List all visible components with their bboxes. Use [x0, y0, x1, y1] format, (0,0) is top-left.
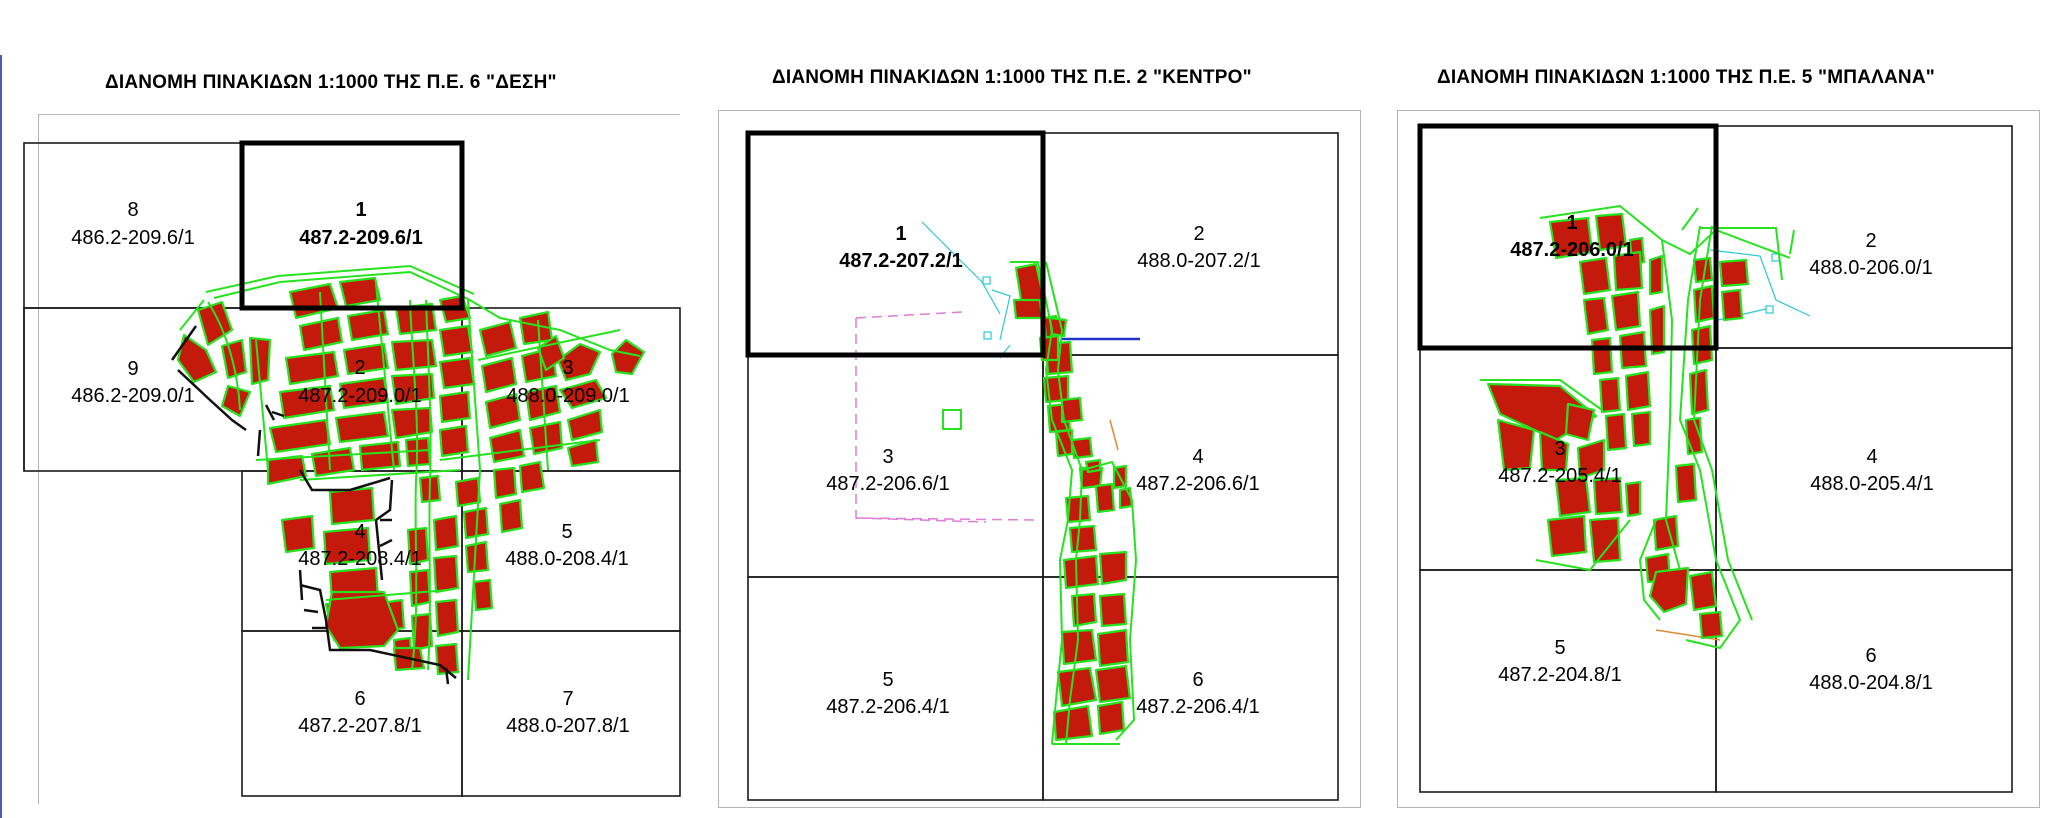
p3-sheet-3-code: 487.2-205.4/1	[1498, 465, 1621, 487]
panel-3-highlight-sheet	[1417, 123, 1719, 351]
panel-2-orange-line	[1109, 419, 1119, 451]
p2-sheet-5-num: 5	[882, 669, 893, 691]
p1-sheet-2-num: 2	[354, 357, 365, 379]
p2-sheet-4-num: 4	[1192, 446, 1203, 468]
panel-2-small-square	[942, 409, 962, 430]
p1-sheet-7-code: 488.0-207.8/1	[506, 715, 629, 737]
p3-sheet-1-code: 487.2-206.0/1	[1510, 239, 1633, 261]
p1-sheet-1-num: 1	[355, 199, 366, 221]
panel-2-highlight-sheet	[745, 130, 1046, 358]
panel-3-map: 1 487.2-206.0/1 2 488.0-206.0/1 3 487.2-…	[1417, 123, 2013, 793]
p1-sheet-3-num: 3	[562, 357, 573, 379]
p3-sheet-2-num: 2	[1865, 230, 1876, 252]
p1-sheet-1-code: 487.2-209.6/1	[299, 227, 422, 249]
panel-2-dashed-boundary-2	[855, 517, 987, 523]
p2-sheet-4-code: 487.2-206.6/1	[1136, 473, 1259, 495]
p3-sheet-5-num: 5	[1554, 637, 1565, 659]
p3-sheet-4-num: 4	[1866, 446, 1877, 468]
panel-2-labels: 1 487.2-207.2/1 2 488.0-207.2/1 3 487.2-…	[826, 223, 1260, 718]
p3-sheet-3-num: 3	[1554, 438, 1565, 460]
panel-1-labels: 8 486.2-209.6/1 1 487.2-209.6/1 9 486.2-…	[71, 199, 629, 737]
p1-sheet-4-num: 4	[354, 521, 365, 543]
panel-2-cyan-lines	[921, 221, 1090, 542]
p1-sheet-3-code: 488.0-209.0/1	[506, 385, 629, 407]
p2-sheet-3-code: 487.2-206.6/1	[826, 473, 949, 495]
p3-sheet-1-num: 1	[1566, 212, 1577, 234]
p2-sheet-2-code: 488.0-207.2/1	[1137, 250, 1260, 272]
panel-3-title: ΔΙΑΝΟΜΗ ΠΙΝΑΚΙΔΩΝ 1:1000 ΤΗΣ Π.Ε. 5 "ΜΠΑ…	[1437, 67, 1935, 88]
panel-2-blocks	[1012, 262, 1134, 742]
p2-sheet-6-num: 6	[1192, 669, 1203, 691]
p2-sheet-6-code: 487.2-206.4/1	[1136, 696, 1259, 718]
p2-sheet-5-code: 487.2-206.4/1	[826, 696, 949, 718]
p3-sheet-2-code: 488.0-206.0/1	[1809, 257, 1932, 279]
p1-sheet-5-num: 5	[561, 521, 572, 543]
panel-2-roads	[1010, 261, 1138, 745]
p1-sheet-7-num: 7	[562, 688, 573, 710]
p2-sheet-3-num: 3	[882, 446, 893, 468]
p1-sheet-9-code: 486.2-209.0/1	[71, 385, 194, 407]
p1-sheet-6-num: 6	[354, 688, 365, 710]
p1-sheet-2-code: 487.2-209.0/1	[298, 385, 421, 407]
left-edge-line	[0, 55, 2, 818]
p1-sheet-6-code: 487.2-207.8/1	[298, 715, 421, 737]
panel-2-map: 1 487.2-207.2/1 2 488.0-207.2/1 3 487.2-…	[745, 130, 1339, 801]
p3-sheet-6-num: 6	[1865, 645, 1876, 667]
panel-1-highlight-sheet	[239, 140, 465, 311]
p1-sheet-5-code: 488.0-208.4/1	[505, 548, 628, 570]
panel-3-blocks	[1486, 212, 1750, 640]
p3-sheet-6-code: 488.0-204.8/1	[1809, 672, 1932, 694]
p1-sheet-4-code: 487.2-208.4/1	[298, 548, 421, 570]
panel-1-frame	[38, 114, 680, 804]
p1-sheet-8-num: 8	[127, 199, 138, 221]
p1-sheet-9-num: 9	[127, 358, 138, 380]
panel-2-frame	[718, 110, 1361, 808]
panel-1-map: 8 486.2-209.6/1 1 487.2-209.6/1 9 486.2-…	[23, 140, 681, 797]
panel-1-title: ΔΙΑΝΟΜΗ ΠΙΝΑΚΙΔΩΝ 1:1000 ΤΗΣ Π.Ε. 6 "ΔΕΣ…	[105, 72, 557, 93]
panel-1-blocks	[176, 276, 646, 676]
p2-sheet-2-num: 2	[1193, 223, 1204, 245]
panel-3-roads	[1480, 204, 1795, 650]
p2-sheet-1-num: 1	[895, 223, 906, 245]
panel-3-frame	[1397, 110, 2040, 808]
panel-2-title: ΔΙΑΝΟΜΗ ΠΙΝΑΚΙΔΩΝ 1:1000 ΤΗΣ Π.Ε. 2 "ΚΕΝ…	[772, 67, 1252, 88]
p3-sheet-5-code: 487.2-204.8/1	[1498, 664, 1621, 686]
panel-1-black-edges	[170, 325, 457, 685]
p1-sheet-8-code: 486.2-209.6/1	[71, 227, 194, 249]
p3-sheet-4-code: 488.0-205.4/1	[1810, 473, 1933, 495]
p2-sheet-1-code: 487.2-207.2/1	[839, 250, 962, 272]
panel-3-labels: 1 487.2-206.0/1 2 488.0-206.0/1 3 487.2-…	[1498, 212, 1933, 694]
